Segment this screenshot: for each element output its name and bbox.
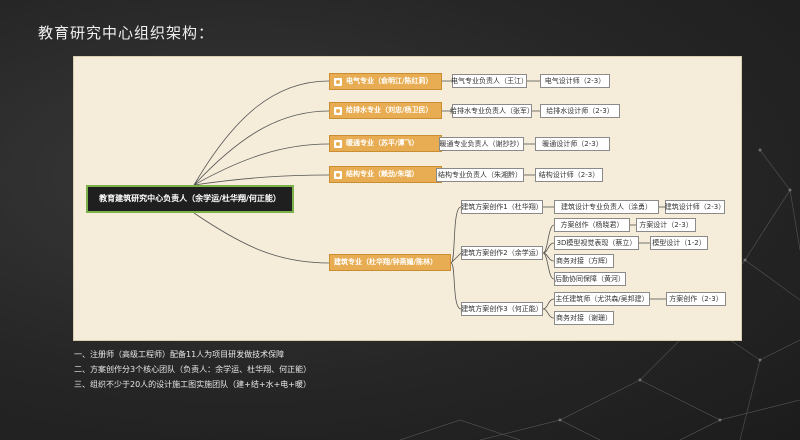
designer-hvac: 暖通设计师（2-3） (535, 137, 610, 151)
page-title: 教育研究中心组织架构： (38, 24, 215, 42)
dept-label: 结构专业（赖劲/朱瑞） (346, 170, 419, 178)
arch-team-2: 建筑方案创作2（余学运） (461, 246, 543, 260)
note-item: 二、方案创作分3个核心团队（负责人：余学运、杜华翔、何正能） (74, 365, 312, 374)
team2-role: 模型设计（1-2） (650, 236, 708, 250)
team2-member: 商务对接（方辉） (554, 254, 614, 268)
department-icon (334, 139, 342, 148)
team2-member: 3D模型视觉表现（蔡立） (554, 236, 639, 250)
team2-role: 方案设计（2-3） (636, 218, 696, 232)
designer-electrical: 电气设计师（2-3） (540, 74, 610, 88)
notes-list: 一、注册师（高级工程师）配备11人为项目研发做技术保障 二、方案创作分3个核心团… (74, 347, 311, 392)
dept-hvac: 暖通专业（苏平/谭飞） (329, 135, 442, 152)
department-icon (334, 106, 342, 115)
dept-structure: 结构专业（赖劲/朱瑞） (329, 166, 442, 183)
arch-team-1: 建筑方案创作1（杜华翔） (461, 200, 543, 214)
org-root-node: 教育建筑研究中心负责人（余学运/杜华翔/何正能） (86, 185, 294, 213)
note-item: 三、组织不少于20人的设计施工图实施团队（建+结+水+电+暖） (74, 380, 311, 389)
lead-hvac: 暖通专业负责人（谢抄抄） (439, 137, 524, 151)
dept-plumbing: 给排水专业（刘忠/杨卫民） (329, 102, 442, 119)
org-chart-panel: 教育建筑研究中心负责人（余学运/杜华翔/何正能） 电气专业（俞明江/陈红莉） 给… (73, 56, 742, 341)
dept-label: 电气专业（俞明江/陈红莉） (346, 77, 433, 85)
dept-label: 给排水专业（刘忠/杨卫民） (346, 106, 433, 114)
designer-plumbing: 给排水设计师（2-3） (540, 104, 620, 118)
team1-role: 建筑设计师（2-3） (665, 200, 725, 214)
team2-member: 后勤协同保障（黄河） (554, 272, 626, 286)
department-icon (334, 170, 342, 179)
designer-structure: 结构设计师（2-3） (535, 168, 603, 182)
department-icon (334, 77, 342, 86)
lead-structure: 结构专业负责人（朱湘黔） (436, 168, 524, 182)
team3-member: 商务对接（谢珊） (554, 311, 614, 325)
lead-plumbing: 给排水专业负责人（张军） (450, 104, 534, 118)
team3-member: 主任建筑师（尤洪森/吴邦建） (554, 292, 650, 306)
connector-lines (193, 80, 666, 319)
arch-team-3: 建筑方案创作3（何正能） (461, 302, 543, 316)
team3-role: 方案创作（2-3） (666, 292, 726, 306)
lead-electrical: 电气专业负责人（王江） (451, 74, 528, 88)
team1-lead: 建筑设计专业负责人（涂勇） (554, 200, 659, 214)
dept-label: 建筑专业（杜华翔/钟燕媚/陈林） (334, 258, 438, 266)
team2-member: 方案创作（杨晓君） (554, 218, 630, 232)
dept-electrical: 电气专业（俞明江/陈红莉） (329, 73, 442, 90)
dept-label: 暖通专业（苏平/谭飞） (346, 139, 419, 147)
dept-architecture: 建筑专业（杜华翔/钟燕媚/陈林） (329, 254, 451, 271)
note-item: 一、注册师（高级工程师）配备11人为项目研发做技术保障 (74, 350, 285, 359)
